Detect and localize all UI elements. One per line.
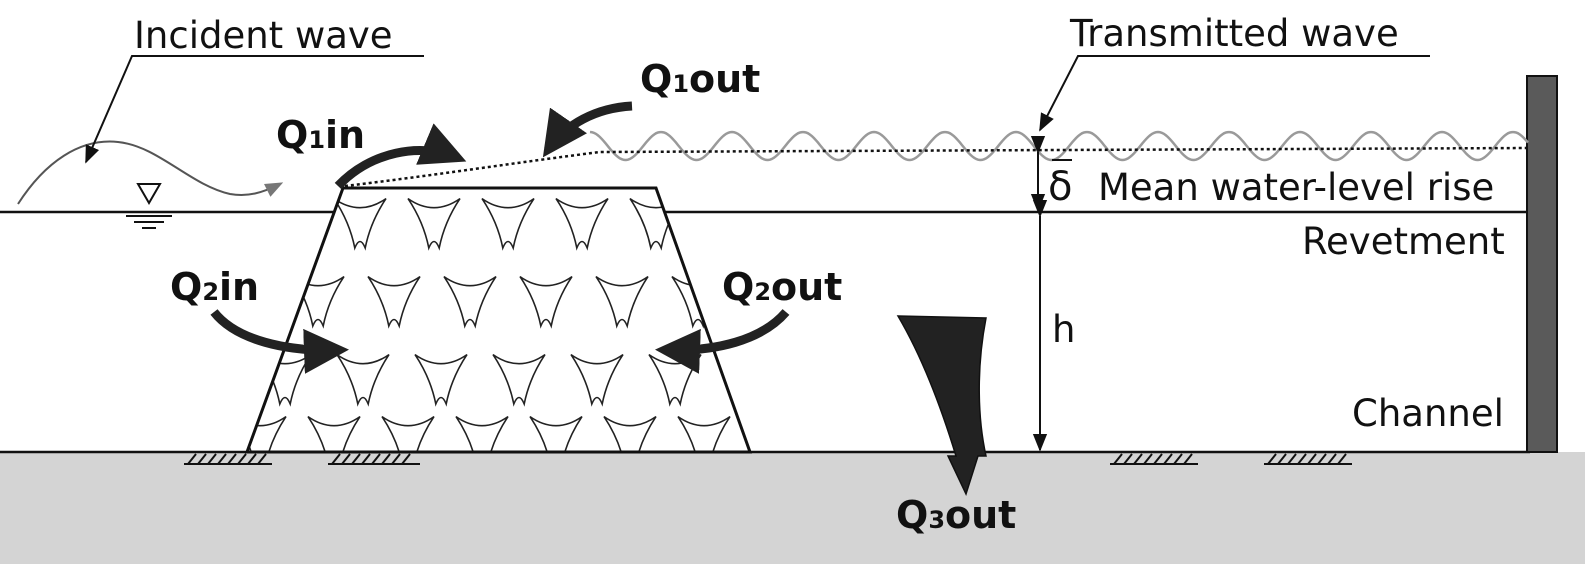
- armor-unit: [333, 197, 387, 251]
- incident-wave-leader: [85, 55, 424, 164]
- transmitted-wave-curve: [589, 130, 1529, 162]
- armor-unit: [519, 275, 573, 329]
- mean-water-level-rise-label: Mean water-level rise: [1098, 166, 1494, 209]
- q2in-arrow: [210, 309, 349, 374]
- armor-unit: [367, 275, 421, 329]
- mean-water-level-line: [344, 146, 1529, 188]
- soil-hatch-icon: [1110, 453, 1198, 465]
- armor-unit: [407, 197, 461, 251]
- armor-unit: [555, 197, 609, 251]
- q1out-label: Q1out: [640, 57, 760, 101]
- armor-unit: [481, 197, 535, 251]
- armor-unit: [570, 353, 624, 407]
- revetment-label: Revetment: [1302, 220, 1505, 263]
- depth-label: h: [1052, 308, 1075, 351]
- soil-hatch-icon: [1264, 453, 1352, 465]
- incident-wave-label: Incident wave: [134, 14, 393, 57]
- still-water-level-triangle-icon: [126, 183, 172, 229]
- incident-wave-curve: [17, 140, 284, 205]
- q1in-arrow: [334, 123, 467, 190]
- revetment-wall: [1526, 75, 1558, 453]
- q3out-label: Q3out: [896, 493, 1016, 537]
- delta-symbol: δ: [1048, 164, 1072, 210]
- armor-unit: [595, 275, 649, 329]
- q2in-label: Q2in: [170, 265, 259, 309]
- armor-unit: [336, 353, 390, 407]
- soil-hatch-icon: [184, 453, 272, 465]
- q1in-label: Q1in: [276, 113, 365, 157]
- armor-unit: [414, 353, 468, 407]
- seabed: [0, 452, 1585, 564]
- q2out-label: Q2out: [722, 265, 842, 309]
- soil-hatch-icon: [328, 453, 420, 465]
- transmitted-wave-leader: [1039, 55, 1430, 132]
- transmitted-wave-label: Transmitted wave: [1069, 12, 1399, 55]
- armor-unit: [443, 275, 497, 329]
- channel-label: Channel: [1352, 392, 1504, 435]
- q3out-arrow: [896, 315, 987, 497]
- q1out-arrow: [542, 101, 633, 158]
- breakwater-armor: [244, 186, 753, 454]
- q2out-arrow: [655, 308, 790, 374]
- armor-unit: [492, 353, 546, 407]
